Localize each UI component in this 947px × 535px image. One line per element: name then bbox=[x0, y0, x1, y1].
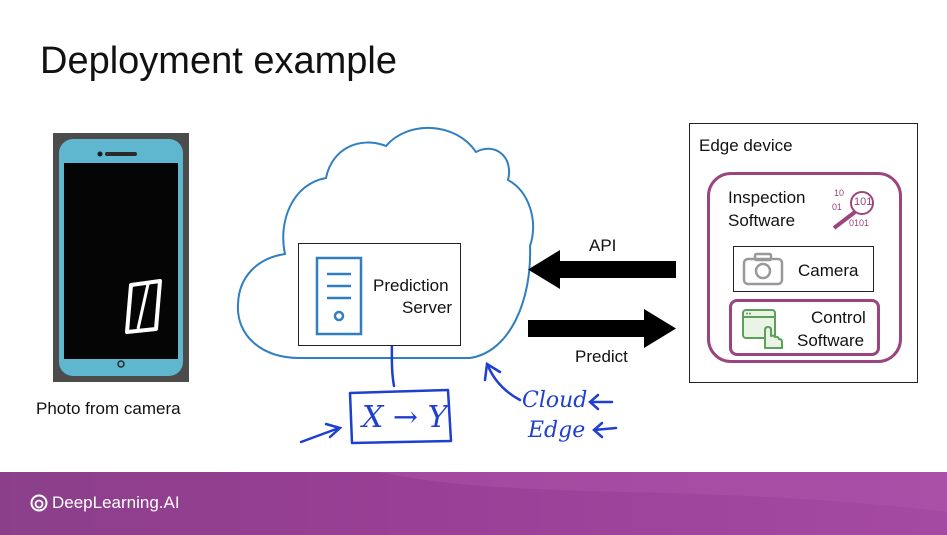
control-software-icon bbox=[742, 309, 783, 349]
deeplearning-logo-icon bbox=[30, 494, 48, 512]
predict-arrow bbox=[528, 309, 676, 348]
server-icon bbox=[315, 256, 363, 336]
api-label: API bbox=[589, 236, 617, 255]
edge-note-arrow bbox=[592, 421, 618, 439]
prediction-server-box bbox=[298, 243, 461, 346]
handwritten-edge-note: Edge bbox=[528, 418, 586, 443]
footer-bar bbox=[0, 472, 947, 535]
handwritten-cloud-note: Cloud bbox=[522, 388, 588, 413]
predict-label: Predict bbox=[575, 347, 628, 366]
inspection-software-box bbox=[707, 172, 902, 363]
control-label-line1: Control bbox=[811, 308, 866, 327]
binary-text-2: 01 bbox=[832, 202, 843, 212]
handwritten-x-to-y: X → Y bbox=[362, 400, 448, 435]
handwritten-box bbox=[348, 388, 453, 445]
footer-wave bbox=[380, 472, 947, 512]
camera-photo bbox=[53, 133, 189, 382]
control-software-box bbox=[729, 299, 880, 356]
control-label-line2: Software bbox=[797, 331, 865, 350]
edge-device-title: Edge device bbox=[699, 136, 793, 155]
phone-icon bbox=[59, 139, 183, 376]
api-arrow bbox=[528, 250, 676, 289]
slide-title: Deployment example bbox=[40, 40, 397, 82]
binary-text-1: 10 bbox=[834, 188, 845, 198]
binary-search-icon: 10 01 101 0101 bbox=[828, 186, 878, 232]
brand-logo: DeepLearning.AI bbox=[30, 493, 180, 513]
binary-text-4: 0101 bbox=[849, 218, 870, 228]
camera-icon bbox=[742, 252, 784, 286]
server-label-line2: Server bbox=[402, 298, 453, 317]
brand-name: DeepLearning.AI bbox=[52, 493, 180, 512]
camera-label: Camera bbox=[798, 261, 859, 280]
cloud-note-arrow bbox=[588, 393, 614, 411]
inspection-label-line2: Software bbox=[728, 211, 796, 230]
handwritten-input-arrow bbox=[299, 422, 343, 444]
camera-box bbox=[733, 246, 874, 292]
server-label-line1: Prediction bbox=[373, 276, 449, 295]
cloud-shape bbox=[236, 126, 534, 359]
photo-caption: Photo from camera bbox=[36, 399, 181, 418]
handwritten-cloud-arrow bbox=[483, 361, 522, 402]
binary-text-3: 101 bbox=[854, 196, 873, 208]
inspection-label-line1: Inspection bbox=[728, 188, 806, 207]
